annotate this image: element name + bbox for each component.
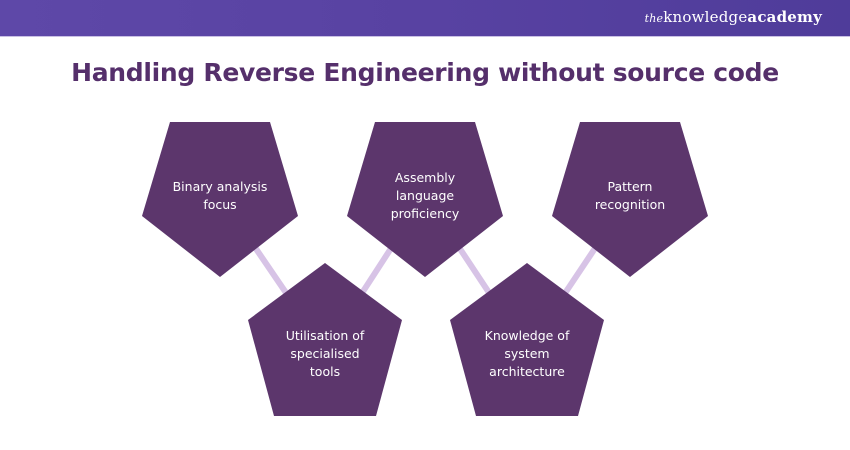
node-label-line: architecture [489, 364, 565, 379]
node-label-line: focus [203, 197, 236, 212]
node-label-line: Pattern [608, 179, 653, 194]
node-label-line: Utilisation of [286, 328, 365, 343]
node-label-line: specialised [290, 346, 359, 361]
node-label-line: language [396, 188, 455, 203]
pentagon-shape [552, 122, 708, 277]
node-label-line: recognition [595, 197, 665, 212]
pentagon-shape [450, 263, 604, 416]
node-binary-analysis: Binary analysis focus [142, 122, 298, 277]
node-label-line: Knowledge of [485, 328, 570, 343]
brand-logo[interactable]: theknowledgeacademy [645, 8, 822, 26]
logo-suffix: academy [747, 8, 822, 26]
node-specialised-tools: Utilisation of specialised tools [248, 263, 402, 416]
node-label-line: tools [310, 364, 340, 379]
node-label-line: proficiency [391, 206, 460, 221]
header-band: theknowledgeacademy [0, 0, 850, 37]
node-label-line: system [504, 346, 549, 361]
pentagon-shape [347, 122, 503, 277]
node-label-line: Binary analysis [173, 179, 268, 194]
node-system-architecture: Knowledge of system architecture [450, 263, 604, 416]
pentagon-shape [142, 122, 298, 277]
diagram-title: Handling Reverse Engineering without sou… [71, 58, 779, 87]
node-label-line: Assembly [395, 170, 456, 185]
pentagon-shape [248, 263, 402, 416]
logo-prefix: the [644, 12, 664, 25]
logo-main: knowledge [663, 8, 748, 26]
node-assembly-language: Assembly language proficiency [347, 122, 503, 277]
node-pattern-recognition: Pattern recognition [552, 122, 708, 277]
